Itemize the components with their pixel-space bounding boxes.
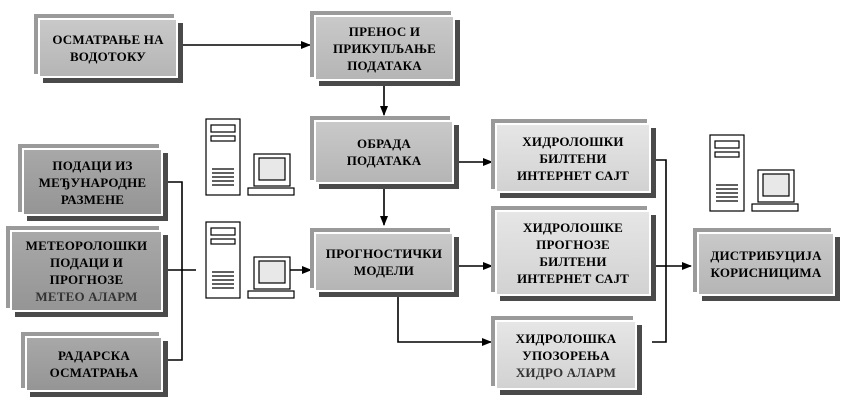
computer-icon xyxy=(205,118,295,196)
box-warnings-line-1: ХИДРОЛОШКА xyxy=(515,330,617,346)
box-warnings: ХИДРОЛОШКА УПОЗОРЕЊА ХИДРО АЛАРМ xyxy=(495,320,637,390)
box-observation: ОСМАТРАЊЕ НА ВОДОТОКУ xyxy=(38,18,178,78)
output-bracket xyxy=(652,159,667,343)
box-transfer: ПРЕНОС И ПРИКУПЉАЊЕ ПОДАТАКА xyxy=(314,15,455,81)
box-bulletins-line-3: ИНТЕРНЕТ САЈТ xyxy=(516,167,630,183)
box-intl-data-line-3: РАЗМЕНЕ xyxy=(60,191,125,207)
box-radar-line-1: РАДАРСКА xyxy=(58,348,130,363)
box-bulletins: ХИДРОЛОШКИ БИЛТЕНИ ИНТЕРНЕТ САЈТ xyxy=(495,123,651,193)
box-warnings-alarm: ХИДРО АЛАРМ xyxy=(515,364,617,380)
box-forecast-bulletins-line-3: БИЛТЕНИ xyxy=(539,254,607,269)
box-distribution: ДИСТРИБУЦИЈА КОРИСНИЦИМА xyxy=(697,232,835,296)
box-forecast-models: ПРОГНОСТИЧКИ МОДЕЛИ xyxy=(314,232,454,292)
arrow-models-to-warnings xyxy=(397,292,492,346)
box-meteo-alarm: МЕТЕО АЛАРМ xyxy=(35,289,138,304)
box-meteo-line-1: МЕТЕОРОЛОШКИ xyxy=(25,238,148,253)
box-intl-data-line-1: ПОДАЦИ ИЗ xyxy=(52,157,133,173)
computer-icon xyxy=(205,221,295,299)
box-observation-line-2: ВОДОТОКУ xyxy=(69,49,147,64)
box-forecast-bulletins-line-1: ХИДРОЛОШКЕ xyxy=(523,220,623,235)
box-transfer-line-1: ПРЕНОС И xyxy=(348,23,421,39)
box-meteo: МЕТЕОРОЛОШКИ ПОДАЦИ И ПРОГНОЗЕ МЕТЕО АЛА… xyxy=(10,230,163,312)
box-bulletins-line-2: БИЛТЕНИ xyxy=(539,150,607,166)
box-forecast-bulletins: ХИДРОЛОШКЕ ПРОГНОЗЕ БИЛТЕНИ ИНТЕРНЕТ САЈ… xyxy=(495,210,651,296)
box-forecast-models-line-2: МОДЕЛИ xyxy=(353,263,415,278)
box-bulletins-line-1: ХИДРОЛОШКИ xyxy=(522,133,624,149)
box-forecast-bulletins-line-4: ИНТЕРНЕТ САЈТ xyxy=(516,271,630,286)
box-intl-data: ПОДАЦИ ИЗ МЕЂУНАРОДНЕ РАЗМЕНЕ xyxy=(22,148,163,216)
box-processing-line-2: ПОДАТАКА xyxy=(346,153,422,168)
computer-icon xyxy=(709,134,799,212)
box-transfer-line-2: ПРИКУПЉАЊЕ xyxy=(332,40,437,56)
input-bracket xyxy=(164,181,183,361)
box-forecast-models-line-1: ПРОГНОСТИЧКИ xyxy=(325,246,443,261)
box-radar: РАДАРСКА ОСМАТРАЊА xyxy=(25,336,163,392)
box-forecast-bulletins-line-2: ПРОГНОЗЕ xyxy=(536,237,610,252)
box-meteo-line-2: ПОДАЦИ И xyxy=(49,255,124,270)
box-observation-line-1: ОСМАТРАЊЕ НА xyxy=(52,32,164,47)
box-intl-data-line-2: МЕЂУНАРОДНЕ xyxy=(38,174,147,190)
box-distribution-line-2: КОРИСНИЦИМА xyxy=(710,265,822,280)
box-processing: ОБРАДА ПОДАТАКА xyxy=(314,120,454,184)
box-processing-line-1: ОБРАДА xyxy=(357,136,411,151)
box-transfer-line-3: ПОДАТАКА xyxy=(347,57,422,73)
box-warnings-line-2: УПОЗОРЕЊА xyxy=(522,347,610,363)
box-distribution-line-1: ДИСТРИБУЦИЈА xyxy=(710,248,822,263)
box-radar-line-2: ОСМАТРАЊА xyxy=(49,365,139,380)
box-meteo-line-3: ПРОГНОЗЕ xyxy=(49,272,124,287)
